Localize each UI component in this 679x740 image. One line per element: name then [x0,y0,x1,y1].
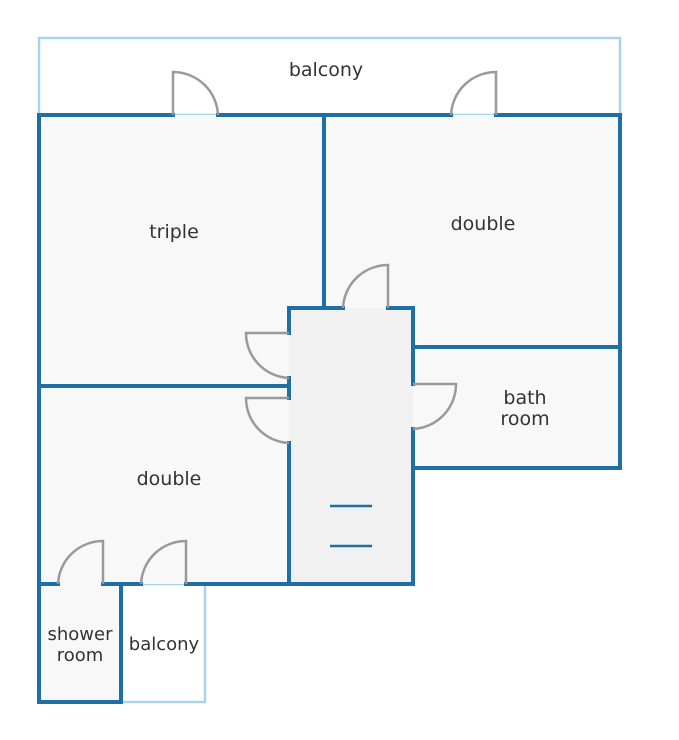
door-swing-icon [412,382,458,431]
door-swing-icon [171,70,220,116]
bath-room [413,347,620,468]
triple-room [39,115,324,386]
double-room-bottom [39,386,289,584]
shower-label-line1: shower [48,624,114,645]
triple-label: triple [149,221,199,243]
door-swing-icon [449,70,498,116]
stair-marker-icon [330,504,372,548]
door-swing-icon [56,539,105,585]
shower-label-line2: room [57,645,104,666]
door-swing-icon [139,539,188,585]
balcony-bottom-label: balcony [129,634,200,655]
walls [37,113,622,704]
doors [56,70,498,585]
door-swing-icon [244,331,290,380]
balcony-top-area [37,36,622,117]
balcony-bottom-area [119,582,207,704]
door-swing-icon [244,396,290,445]
double-top-label: double [451,213,516,235]
hallway [289,308,413,584]
double-bottom-label: double [137,468,202,490]
balcony-top-label: balcony [289,59,363,81]
shower-room [39,584,121,702]
bath-label-line1: bath [503,387,546,409]
door-swing-icon [341,263,390,309]
bath-label-line2: room [500,408,549,430]
